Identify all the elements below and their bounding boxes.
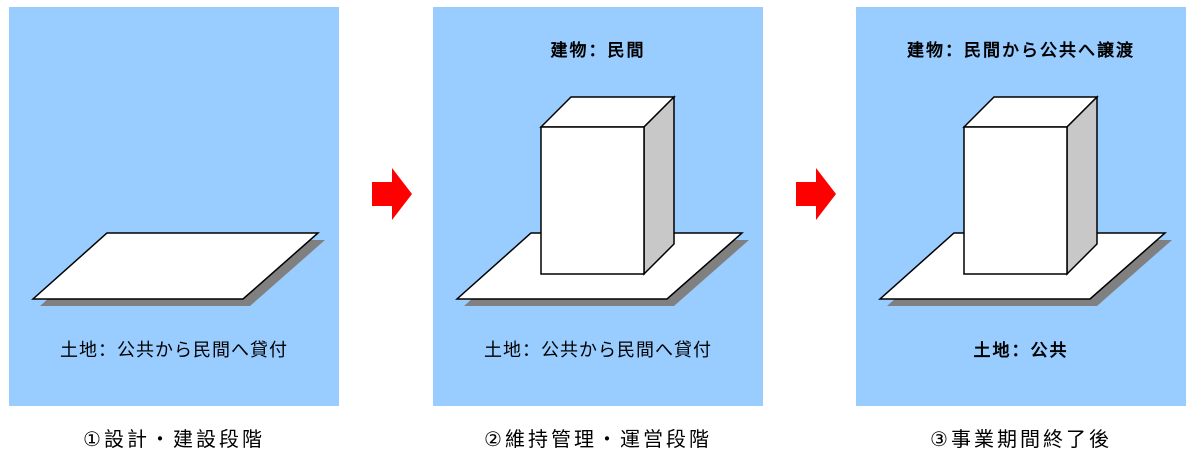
stage-3-caption: ③事業期間終了後 <box>930 427 1112 451</box>
building-side <box>643 95 675 276</box>
land-label: 土地：公共から民間へ貸付 <box>60 340 288 361</box>
stage-2-illustration <box>455 95 749 306</box>
building-side <box>1066 95 1098 276</box>
stage-3-illustration <box>878 95 1172 306</box>
stage-2-caption: ②維持管理・運営段階 <box>484 427 712 451</box>
building-front <box>963 126 1068 275</box>
right-arrow-icon <box>372 168 412 220</box>
building-label: 建物：民間 <box>550 41 646 61</box>
stage-1-panel: 土地：公共から民間へ貸付 <box>9 7 339 406</box>
land-label: 土地：公共から民間へ貸付 <box>484 340 712 361</box>
building-label: 建物：民間から公共へ譲渡 <box>907 41 1135 61</box>
stage-3-panel: 建物：民間から公共へ譲渡 土地：公共 <box>856 7 1186 406</box>
stage-1-caption: ①設計・建設段階 <box>83 427 265 451</box>
ground-plot <box>31 232 320 300</box>
land-label: 土地：公共 <box>973 341 1069 361</box>
right-arrow-icon <box>796 168 836 220</box>
building-front <box>540 126 645 275</box>
stage-2-panel: 建物：民間 土地：公共から民間へ貸付 <box>433 7 763 406</box>
stage-1-illustration <box>31 232 325 306</box>
